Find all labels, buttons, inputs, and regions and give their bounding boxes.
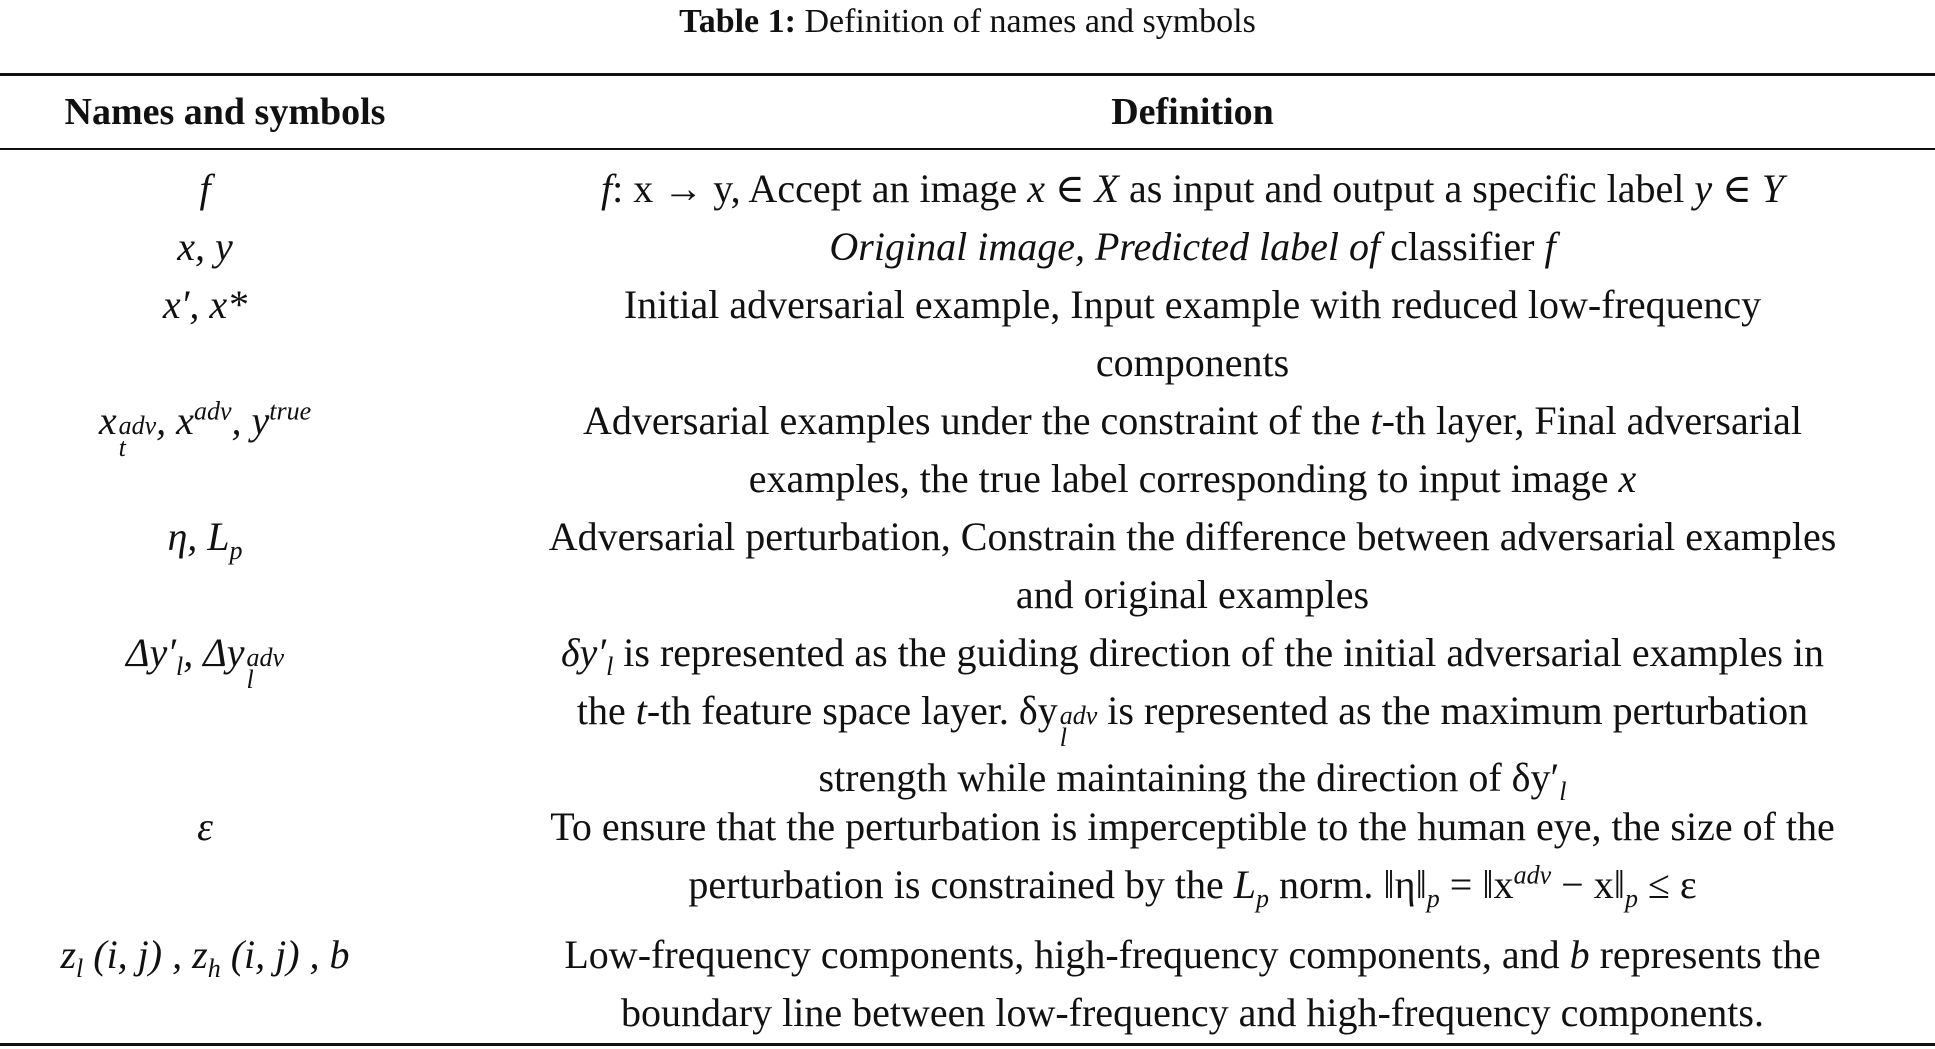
top-rule: [0, 73, 1935, 76]
bottom-rule: [0, 1043, 1935, 1046]
symbol-cell: x, y: [177, 224, 233, 269]
definition-cell: To ensure that the perturbation is imper…: [550, 804, 1835, 913]
definition-cell: Low-frequency components, high-frequency…: [564, 932, 1821, 1035]
definition-cell: Original image, Predicted label of class…: [829, 224, 1556, 269]
definition-cell: δy′l is represented as the guiding direc…: [560, 630, 1825, 806]
header-definition: Definition: [1111, 91, 1274, 133]
table-caption: Table 1: Definition of names and symbols: [0, 2, 1935, 42]
symbol-cell: ε: [197, 804, 213, 849]
symbol-cell: zl (i, j) , zh (i, j) , b: [60, 932, 350, 983]
definition-cell: Adversarial perturbation, Constrain the …: [548, 514, 1837, 617]
symbol-cell: f: [199, 166, 211, 211]
symbol-cell: η, Lp: [167, 514, 243, 565]
definition-cell: Initial adversarial example, Input examp…: [623, 282, 1762, 385]
header-names-symbols: Names and symbols: [64, 91, 386, 133]
caption-text: Definition of names and symbols: [804, 3, 1256, 40]
caption-label: Table 1:: [679, 3, 796, 40]
symbol-cell: x′, x*: [162, 282, 248, 327]
definition-cell: f: x → y, Accept an image x ∈ X as input…: [601, 166, 1784, 211]
definition-cell: Adversarial examples under the constrain…: [582, 398, 1803, 501]
header-rule: [0, 148, 1935, 150]
